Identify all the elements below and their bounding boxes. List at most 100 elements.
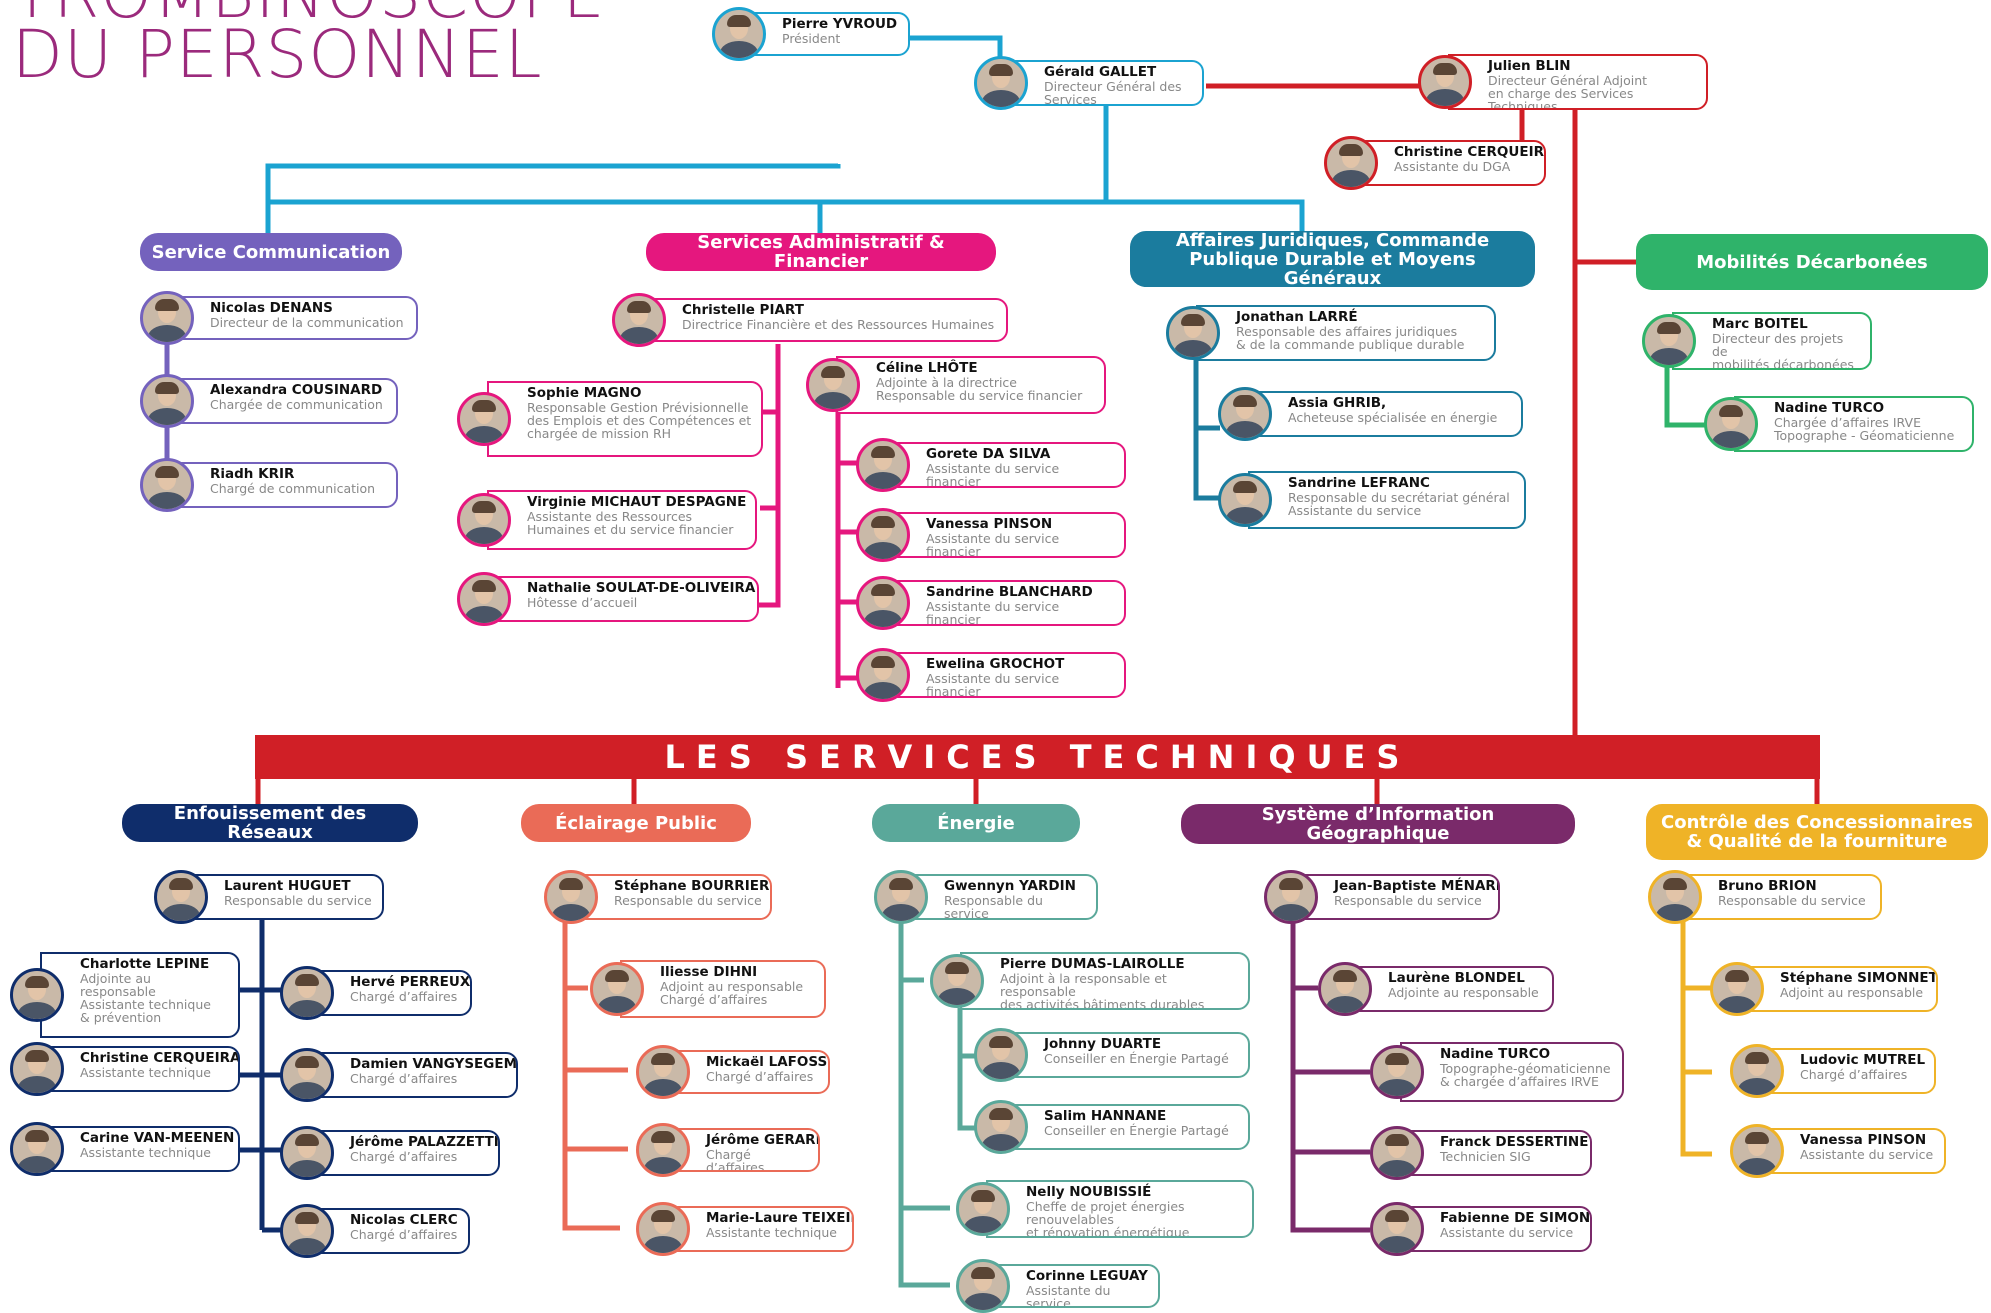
person-name: Bruno BRION <box>1718 878 1817 894</box>
person-name: Hervé PERREUX <box>350 974 471 990</box>
person-name: Stéphane SIMONNET <box>1780 970 1938 986</box>
person-role: Assistante du service financier <box>926 531 1060 558</box>
person-name: Christelle PIART <box>682 302 804 318</box>
avatar-photo <box>280 966 334 1020</box>
person-name: Sandrine LEFRANC <box>1288 475 1430 491</box>
person-role: Adjointe au responsable <box>1388 985 1539 1000</box>
person-role: Chargée d’affaires IRVE Topographe - Géo… <box>1774 415 1955 443</box>
person-role: Adjointe à la directrice Responsable du … <box>876 375 1083 403</box>
person-role: Assistante du service <box>1026 1283 1111 1308</box>
person-role: Chargé d’affaires <box>350 1227 458 1242</box>
person-role: Directeur Général des Services <box>1044 79 1182 106</box>
person-name: Julien BLIN <box>1488 58 1571 74</box>
avatar-photo <box>1704 397 1758 451</box>
person-name: Johnny DUARTE <box>1044 1036 1162 1052</box>
person-name: Charlotte LEPINE <box>80 956 210 972</box>
avatar-photo <box>1218 387 1272 441</box>
person-name: Laurène BLONDEL <box>1388 970 1525 986</box>
avatar-photo <box>457 572 511 626</box>
avatar-photo <box>612 293 666 347</box>
service-juridique-header: Affaires Juridiques, Commande Publique D… <box>1130 231 1535 288</box>
avatar-photo <box>974 56 1028 110</box>
avatar-photo <box>974 1028 1028 1082</box>
person-name: Laurent HUGUET <box>224 878 351 894</box>
avatar-photo <box>1218 473 1272 527</box>
avatar-photo <box>956 1259 1010 1313</box>
person-name: Iliesse DIHNI <box>660 964 758 980</box>
person-card-ghrib: Assia GHRIB,Acheteuse spécialisée en éne… <box>1248 391 1523 437</box>
person-name: Jérôme GERARD <box>706 1132 820 1148</box>
avatar-photo <box>1318 962 1372 1016</box>
avatar-photo <box>956 1182 1010 1236</box>
person-role: Assistante technique <box>80 1065 211 1080</box>
person-role: Responsable du service <box>224 893 372 908</box>
person-name: Damien VANGYSEGEM <box>350 1056 517 1072</box>
person-name: Nadine TURCO <box>1774 400 1885 416</box>
avatar-photo <box>1264 870 1318 924</box>
person-role: Technicien SIG <box>1440 1149 1531 1164</box>
person-name: Franck DESSERTINE <box>1440 1134 1589 1150</box>
avatar-photo <box>856 648 910 702</box>
person-role: Assistante technique <box>706 1225 837 1240</box>
person-role: Chargé d’affaires <box>1800 1067 1908 1082</box>
person-name: Nelly NOUBISSIÉ <box>1026 1184 1152 1200</box>
person-name: Pierre DUMAS-LAIROLLE <box>1000 956 1185 972</box>
person-role: Assistante du DGA <box>1394 159 1511 174</box>
person-role: Hôtesse d’accueil <box>527 595 638 610</box>
avatar-photo <box>280 1048 334 1102</box>
person-role: Responsable du secrétariat général Assis… <box>1288 490 1510 518</box>
avatar-photo <box>1370 1045 1424 1099</box>
avatar-photo <box>1710 962 1764 1016</box>
person-role: Adjoint à la responsable et responsable … <box>1000 971 1205 1010</box>
person-role: Directeur des projets de mobilités décar… <box>1712 331 1854 370</box>
person-name: Christine CERQUEIRA <box>80 1050 240 1066</box>
person-role: Assistante du service <box>1440 1225 1574 1240</box>
avatar-photo <box>874 870 928 924</box>
person-role: Assistante du service <box>1800 1147 1934 1162</box>
avatar-photo <box>1730 1124 1784 1178</box>
avatar-photo <box>1324 136 1378 190</box>
person-card-teixeira: Marie-Laure TEIXEIRAAssistante technique <box>666 1206 854 1252</box>
person-name: Nathalie SOULAT-DE-OLIVEIRA <box>527 580 756 596</box>
avatar-photo <box>154 870 208 924</box>
person-role: Adjoint au responsable <box>1780 985 1924 1000</box>
avatar-photo <box>140 291 194 345</box>
person-name: Corinne LEGUAY <box>1026 1268 1148 1284</box>
person-role: Chargé d’affaires <box>350 1071 458 1086</box>
avatar-photo <box>856 438 910 492</box>
person-role: Assistante technique <box>80 1145 211 1160</box>
avatar-photo <box>636 1123 690 1177</box>
person-role: Assistante du service financier <box>926 461 1060 488</box>
person-role: Topographe-géomaticienne & chargée d’aff… <box>1440 1061 1611 1089</box>
person-name: Jean-Baptiste MÉNARD <box>1334 878 1500 894</box>
person-name: Ludovic MUTREL <box>1800 1052 1926 1068</box>
person-role: Chargé d’affaires <box>350 1149 458 1164</box>
avatar-photo <box>544 870 598 924</box>
avatar-photo <box>1730 1044 1784 1098</box>
avatar-photo <box>280 1204 334 1258</box>
avatar-photo <box>280 1126 334 1180</box>
person-role: Responsable du service <box>944 893 1043 920</box>
service-controle-header: Contrôle des Concessionnaires & Qualité … <box>1646 804 1988 860</box>
person-role: Conseiller en Énergie Partagé <box>1044 1123 1229 1138</box>
avatar-photo <box>856 508 910 562</box>
person-name: Nicolas CLERC <box>350 1212 458 1228</box>
